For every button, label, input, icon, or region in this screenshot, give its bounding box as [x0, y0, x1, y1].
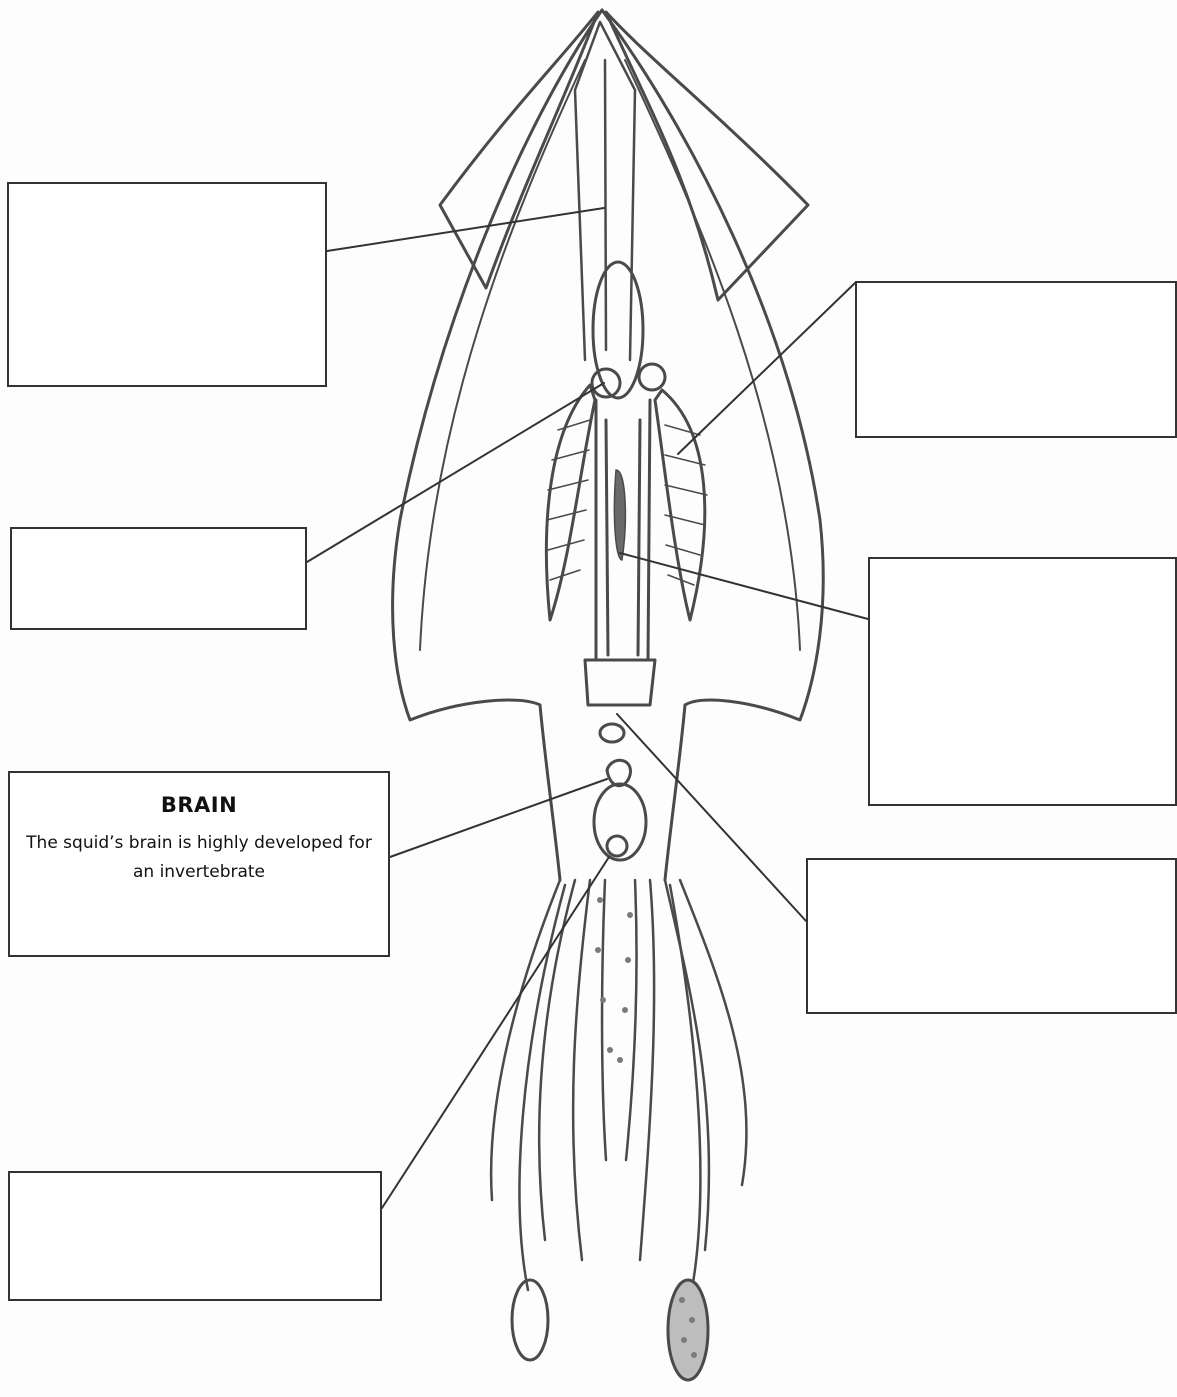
tentacles [520, 885, 701, 1300]
mantle-inner-line [420, 60, 800, 650]
beak-inner [607, 836, 627, 856]
label-box-7[interactable] [8, 1171, 382, 1301]
label-box-brain: BRAIN The squid’s brain is highly develo… [8, 771, 390, 957]
label-box-2[interactable] [855, 281, 1177, 438]
label-box-3[interactable] [10, 527, 307, 630]
left-tentacle-club [512, 1280, 548, 1360]
leader-lines [307, 208, 868, 1208]
right-fin [606, 12, 808, 300]
eye-region [600, 724, 624, 742]
label-box-1[interactable] [7, 182, 327, 387]
right-gill [655, 390, 705, 620]
leader-line-1 [327, 208, 604, 251]
right-gill-heart [639, 364, 665, 390]
ink-sac [614, 470, 625, 560]
left-gill-ridges [547, 420, 590, 580]
right-tentacle-club [668, 1280, 708, 1380]
left-gill-heart [592, 369, 620, 397]
arms [491, 880, 746, 1260]
beak [594, 784, 646, 860]
leader-line-4 [620, 553, 868, 619]
brain-label-title: BRAIN [10, 793, 388, 817]
label-box-4[interactable] [868, 557, 1177, 806]
pen [575, 22, 635, 360]
collar [585, 660, 655, 705]
leader-line-brain [390, 779, 607, 857]
brain-label-description: The squid’s brain is highly developed fo… [26, 829, 372, 887]
brain-shape [607, 760, 630, 785]
label-box-6[interactable] [806, 858, 1177, 1014]
